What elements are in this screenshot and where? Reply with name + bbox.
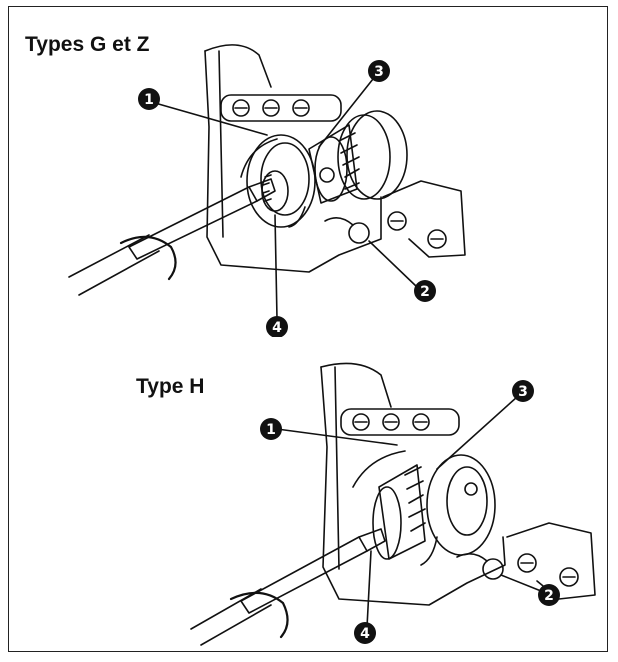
svg-text:4: 4 xyxy=(272,320,282,336)
svg-text:1: 1 xyxy=(144,92,154,108)
mechanism-illustration: 1 3 2 4 xyxy=(68,44,466,337)
svg-text:2: 2 xyxy=(420,284,430,300)
callout-1: 1 xyxy=(260,418,282,440)
callout-1: 1 xyxy=(138,88,160,110)
callout-3: 3 xyxy=(368,60,390,82)
svg-text:2: 2 xyxy=(544,588,554,604)
callout-4: 4 xyxy=(354,622,376,644)
svg-text:3: 3 xyxy=(518,384,528,400)
figure-title: Type H xyxy=(136,375,205,398)
callout-3: 3 xyxy=(512,380,534,402)
svg-text:1: 1 xyxy=(266,422,276,438)
figure-title: Types G et Z xyxy=(25,33,150,56)
figure-types-g-z: Types G et Z xyxy=(9,7,607,337)
callout-2: 2 xyxy=(538,584,560,606)
svg-text:3: 3 xyxy=(374,64,384,80)
callout-4: 4 xyxy=(266,316,288,337)
callout-2: 2 xyxy=(414,280,436,302)
mechanism-illustration: 1 3 2 4 xyxy=(190,362,596,646)
svg-text:4: 4 xyxy=(360,626,370,642)
figure-frame: Types G et Z xyxy=(8,6,608,652)
figure-type-h: Type H xyxy=(9,337,607,653)
